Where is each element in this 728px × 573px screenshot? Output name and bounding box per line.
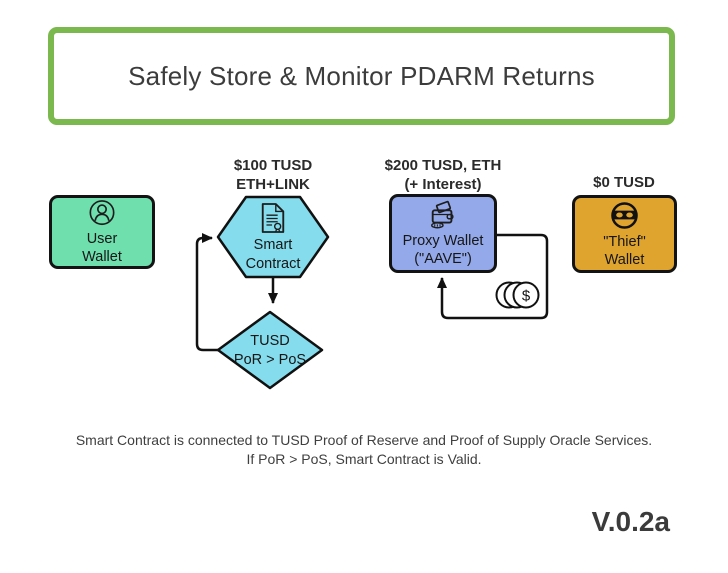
proxy-wallet-amount-line2: (+ Interest) xyxy=(404,176,482,193)
wallet-card-icon xyxy=(431,200,454,228)
proxy-wallet-amount: $200 TUSD, ETH (+ Interest) xyxy=(363,156,523,194)
proxy-wallet-label-line2: ("AAVE") xyxy=(414,250,472,267)
smart-contract-amount-line1: $100 TUSD xyxy=(233,157,313,174)
proxy-wallet-node: Proxy Wallet ("AAVE") xyxy=(389,194,497,273)
smart-contract-amount-line2: ETH+LINK xyxy=(236,176,310,193)
thief-wallet-amount: $0 TUSD xyxy=(544,173,704,192)
por-check-label-line1: TUSD xyxy=(250,333,290,349)
thief-wallet-amount-line1: $0 TUSD xyxy=(593,174,655,191)
thief-wallet-node: "Thief" Wallet xyxy=(572,195,677,273)
bandit-mask-icon xyxy=(611,201,638,229)
thief-wallet-label-line1: "Thief" xyxy=(603,233,646,250)
smart-contract-label-line2: Contract xyxy=(245,256,301,272)
smart-contract-amount: $100 TUSD ETH+LINK xyxy=(193,156,353,194)
user-account-icon xyxy=(89,200,115,226)
proxy-wallet-amount-line1: $200 TUSD, ETH xyxy=(384,157,502,174)
footnote-caption-line2: If PoR > PoS, Smart Contract is Valid. xyxy=(246,451,482,467)
proxy-wallet-label-line1: Proxy Wallet xyxy=(402,232,484,249)
user-wallet-label-line2: Wallet xyxy=(82,249,122,265)
coins-dollar-icon: $ xyxy=(495,281,540,309)
contract-certificate-icon xyxy=(259,201,287,235)
version-label: V.0.2a xyxy=(591,506,670,537)
footnote-caption: Smart Contract is connected to TUSD Proo… xyxy=(0,431,728,469)
smart-contract-label: Smart Contract xyxy=(203,236,343,274)
page-title: Safely Store & Monitor PDARM Returns xyxy=(128,60,595,91)
dollar-symbol: $ xyxy=(522,288,531,305)
thief-wallet-label-line2: Wallet xyxy=(604,251,645,268)
smart-contract-label-line1: Smart xyxy=(253,237,293,253)
por-check-label: TUSD PoR > PoS xyxy=(200,332,340,370)
title-banner: Safely Store & Monitor PDARM Returns xyxy=(48,27,675,125)
user-wallet-node: User Wallet xyxy=(49,195,155,269)
user-wallet-label-line1: User xyxy=(86,231,118,247)
footnote-caption-line1: Smart Contract is connected to TUSD Proo… xyxy=(75,432,653,448)
por-check-label-line2: PoR > PoS xyxy=(233,352,307,368)
